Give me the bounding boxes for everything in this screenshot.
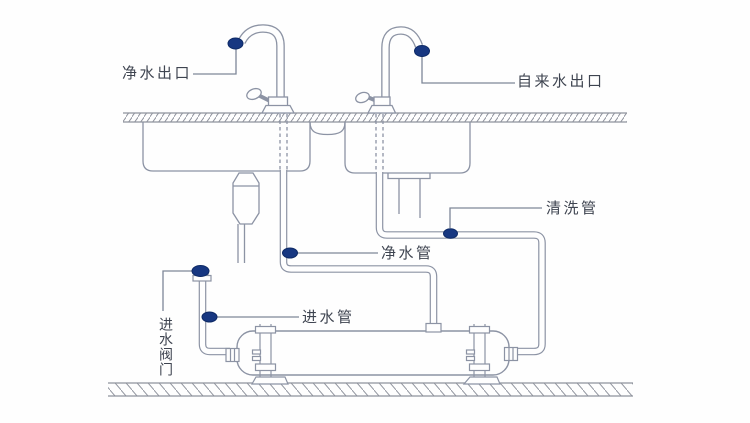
sink-divider (309, 121, 346, 136)
right-sink (344, 122, 471, 218)
marker-dots (191, 37, 458, 323)
faucet-base (260, 104, 296, 114)
faucet-body (267, 96, 289, 107)
drain-flange (387, 173, 431, 180)
dot-purified-pipe (282, 247, 298, 259)
right-clamp-foot (462, 376, 501, 385)
purified-water-faucet (237, 24, 296, 114)
left-clamp (250, 324, 289, 385)
dot-inlet-valve (191, 265, 210, 277)
countertop-hatch (123, 113, 627, 122)
cylinder-fittings (225, 322, 519, 363)
label-flush-pipe: 清洗管 (546, 199, 599, 217)
label-purified-water-outlet: 净水出口 (122, 64, 193, 82)
drain-tail-pipe (237, 224, 246, 263)
faucet-handle (246, 87, 262, 101)
purifier-cylinder (236, 324, 510, 385)
faucet-handle (355, 91, 370, 104)
right-clamp (462, 324, 501, 385)
left-end-fitting (225, 347, 240, 363)
dot-inlet-pipe (201, 311, 218, 323)
callout-lines (162, 48, 542, 318)
left-clamp-foot (250, 376, 289, 385)
label-purified-water-pipe: 净水管 (381, 244, 434, 262)
label-inlet-valve: 进水阀门 (157, 317, 173, 377)
countertop (123, 112, 627, 123)
floor-hatch (108, 383, 633, 396)
concealed-pipes (279, 114, 384, 172)
tap-water-faucet (355, 26, 424, 114)
label-tap-water-outlet: 自来水出口 (517, 72, 605, 90)
faucet-body (373, 96, 391, 107)
dot-tap-outlet (414, 45, 430, 57)
right-sink-basin (344, 122, 471, 174)
tap-pipe-dashed (375, 114, 384, 172)
leader-inlet-valve (162, 270, 194, 311)
dot-purified-outlet (227, 37, 244, 50)
faucet-base (366, 104, 397, 114)
left-sink-basin (142, 122, 311, 172)
top-fitting (425, 322, 442, 333)
label-inlet-pipe: 进水管 (302, 308, 355, 326)
drain-pipes (398, 178, 421, 218)
floor (108, 382, 633, 397)
leader-purified-outlet (193, 48, 237, 75)
floor-edges (108, 382, 633, 397)
purified-pipe-dashed (279, 114, 288, 170)
drain-trap (232, 172, 260, 225)
leader-flush-pipe (449, 207, 542, 228)
leader-tap-outlet (421, 56, 515, 84)
faucet-neck (237, 24, 285, 98)
left-sink (142, 121, 346, 263)
dot-flush-pipe (443, 228, 458, 239)
right-end-fitting (503, 346, 519, 362)
pipes (198, 170, 546, 356)
